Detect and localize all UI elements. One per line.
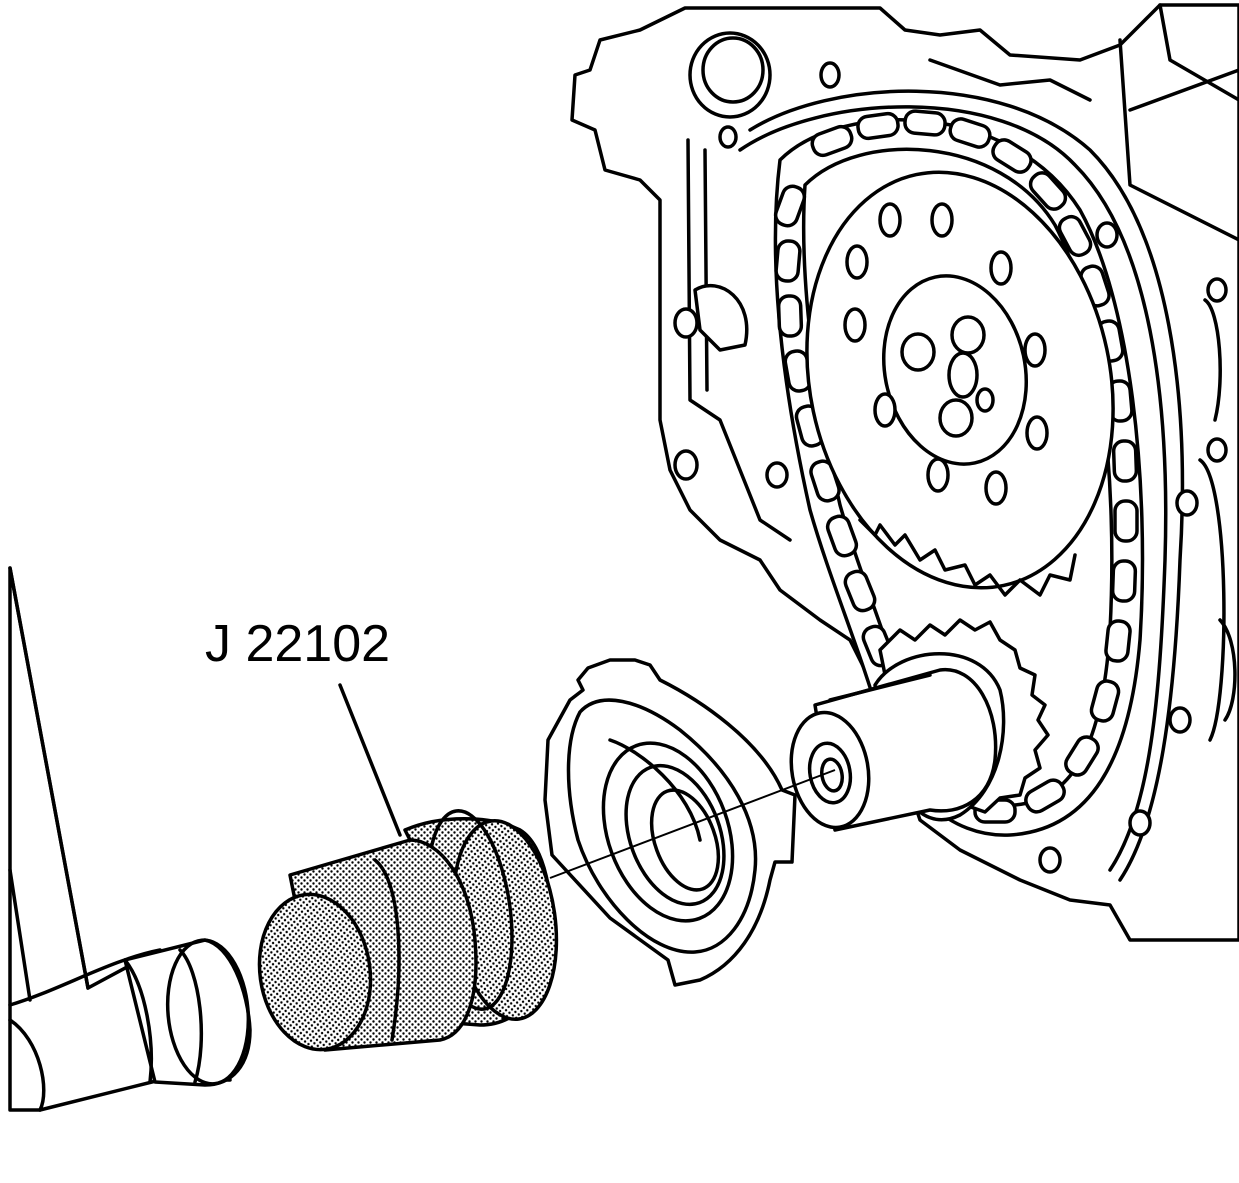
tool-callout-label: J 22102 <box>205 615 391 673</box>
alignment-centerline <box>549 769 836 879</box>
driver-handle <box>8 566 252 1112</box>
chain-links <box>773 109 1139 824</box>
seal-installer-tool <box>257 809 559 1052</box>
crankshaft-front-seal <box>543 658 797 987</box>
crankshaft-sprocket <box>789 618 1050 832</box>
camshaft-sprocket <box>805 170 1115 597</box>
callout-leader-line <box>338 683 402 837</box>
